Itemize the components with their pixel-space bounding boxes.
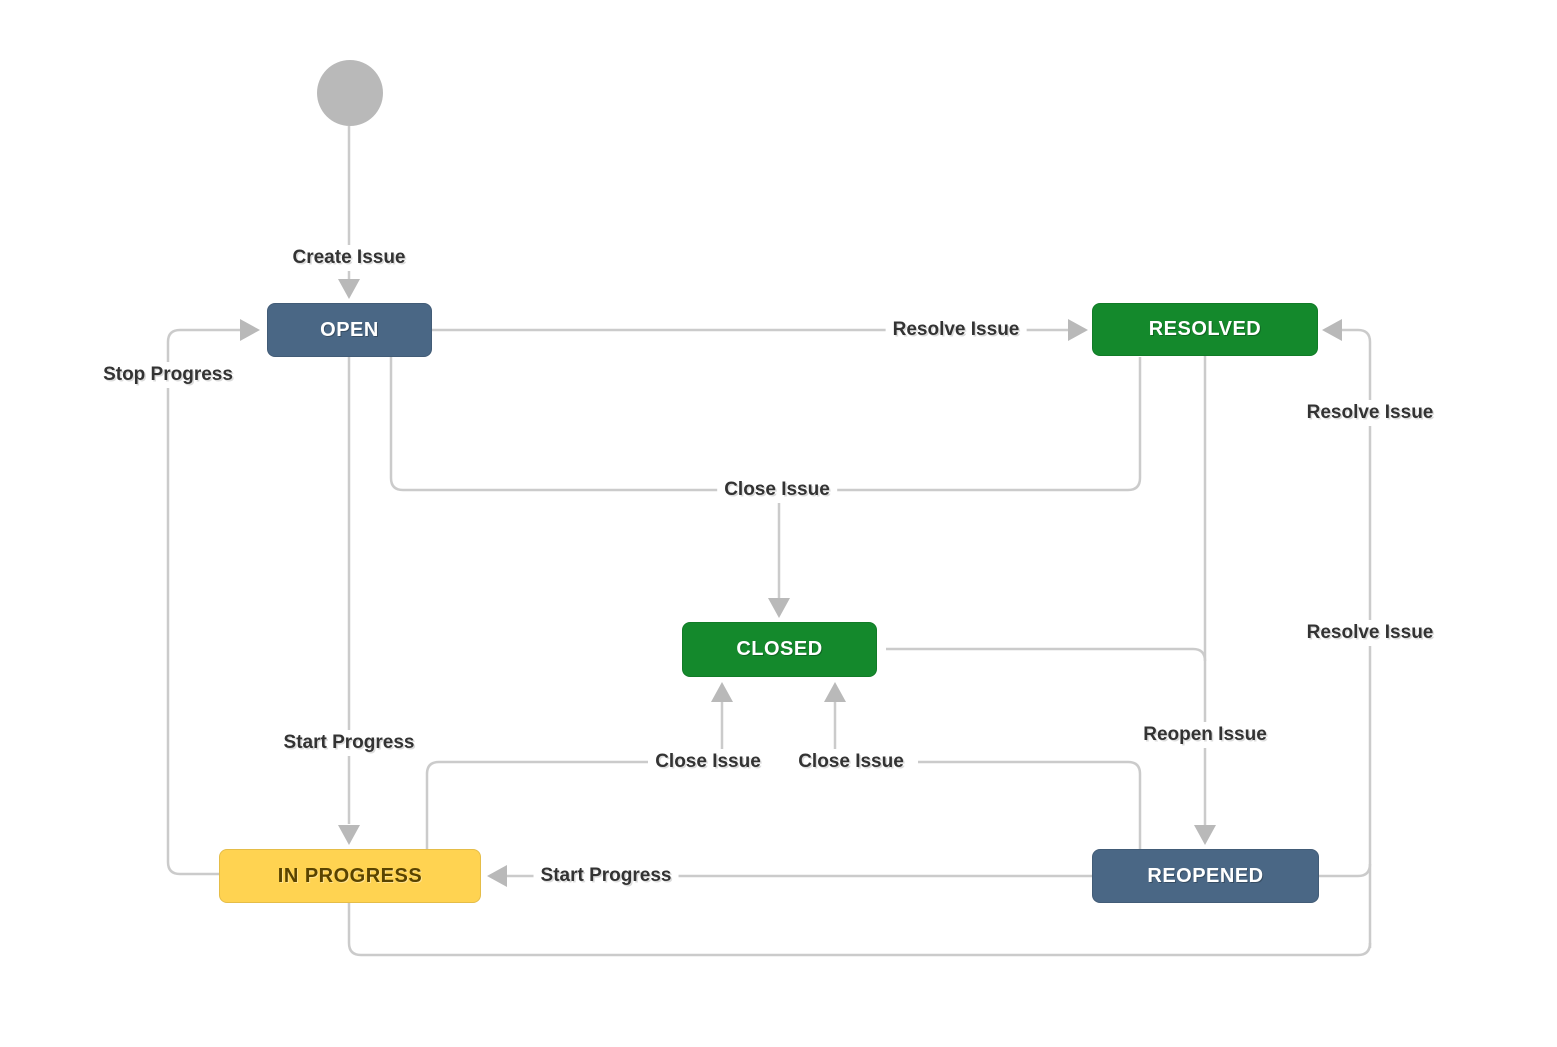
arrow-head-icon — [487, 865, 507, 887]
status-node-open[interactable]: OPEN — [267, 303, 432, 357]
edge-closed-to-reopened — [886, 647, 1207, 662]
status-node-label: CLOSED — [736, 638, 823, 660]
status-node-reopened[interactable]: REOPENED — [1092, 849, 1319, 903]
arrow-head-icon — [338, 825, 360, 845]
transition-label-close-issue-mid[interactable]: Close Issue — [717, 477, 837, 503]
arrow-head-icon — [768, 598, 790, 618]
transition-label-resolve-issue-top[interactable]: Resolve Issue — [885, 317, 1027, 343]
status-node-label: REOPENED — [1147, 864, 1264, 887]
transition-label-resolve-issue-right2[interactable]: Resolve Issue — [1299, 620, 1441, 646]
edge-reopened-close-up — [918, 760, 1142, 849]
status-node-label: OPEN — [320, 318, 379, 341]
transition-label-start-progress-vert[interactable]: Start Progress — [276, 730, 422, 756]
edge-inprogress-bottom-loop — [347, 903, 1372, 957]
transition-label-close-issue-left[interactable]: Close Issue — [648, 749, 768, 775]
transition-label-reopen-issue[interactable]: Reopen Issue — [1136, 722, 1274, 748]
edge-right-resolve-vertical — [1342, 328, 1372, 948]
arrow-head-icon — [1068, 319, 1088, 341]
arrow-head-icon — [1194, 825, 1216, 845]
edge-open-resolved-close-merge — [389, 357, 1142, 492]
start-node-circle[interactable] — [317, 60, 383, 126]
edge-inprogress-to-open-loop — [166, 328, 242, 876]
transition-label-close-issue-right[interactable]: Close Issue — [791, 749, 911, 775]
transition-label-stop-progress[interactable]: Stop Progress — [96, 362, 240, 388]
arrow-head-icon — [824, 682, 846, 702]
status-node-in-progress[interactable]: IN PROGRESS — [219, 849, 481, 903]
arrow-head-icon — [338, 279, 360, 299]
status-node-label: RESOLVED — [1148, 318, 1262, 340]
edge-inprogress-close-up — [425, 760, 648, 849]
transition-label-resolve-issue-right1[interactable]: Resolve Issue — [1299, 400, 1441, 426]
arrow-head-icon — [711, 682, 733, 702]
status-node-label: IN PROGRESS — [277, 864, 423, 887]
transition-label-create-issue[interactable]: Create Issue — [285, 245, 413, 271]
transition-label-start-progress-horiz[interactable]: Start Progress — [533, 863, 679, 889]
arrow-head-icon — [240, 319, 260, 341]
status-node-resolved[interactable]: RESOLVED — [1092, 303, 1318, 356]
edge-reopened-right-connector — [1319, 863, 1372, 878]
arrow-head-icon — [1322, 319, 1342, 341]
status-node-closed[interactable]: CLOSED — [682, 622, 877, 677]
